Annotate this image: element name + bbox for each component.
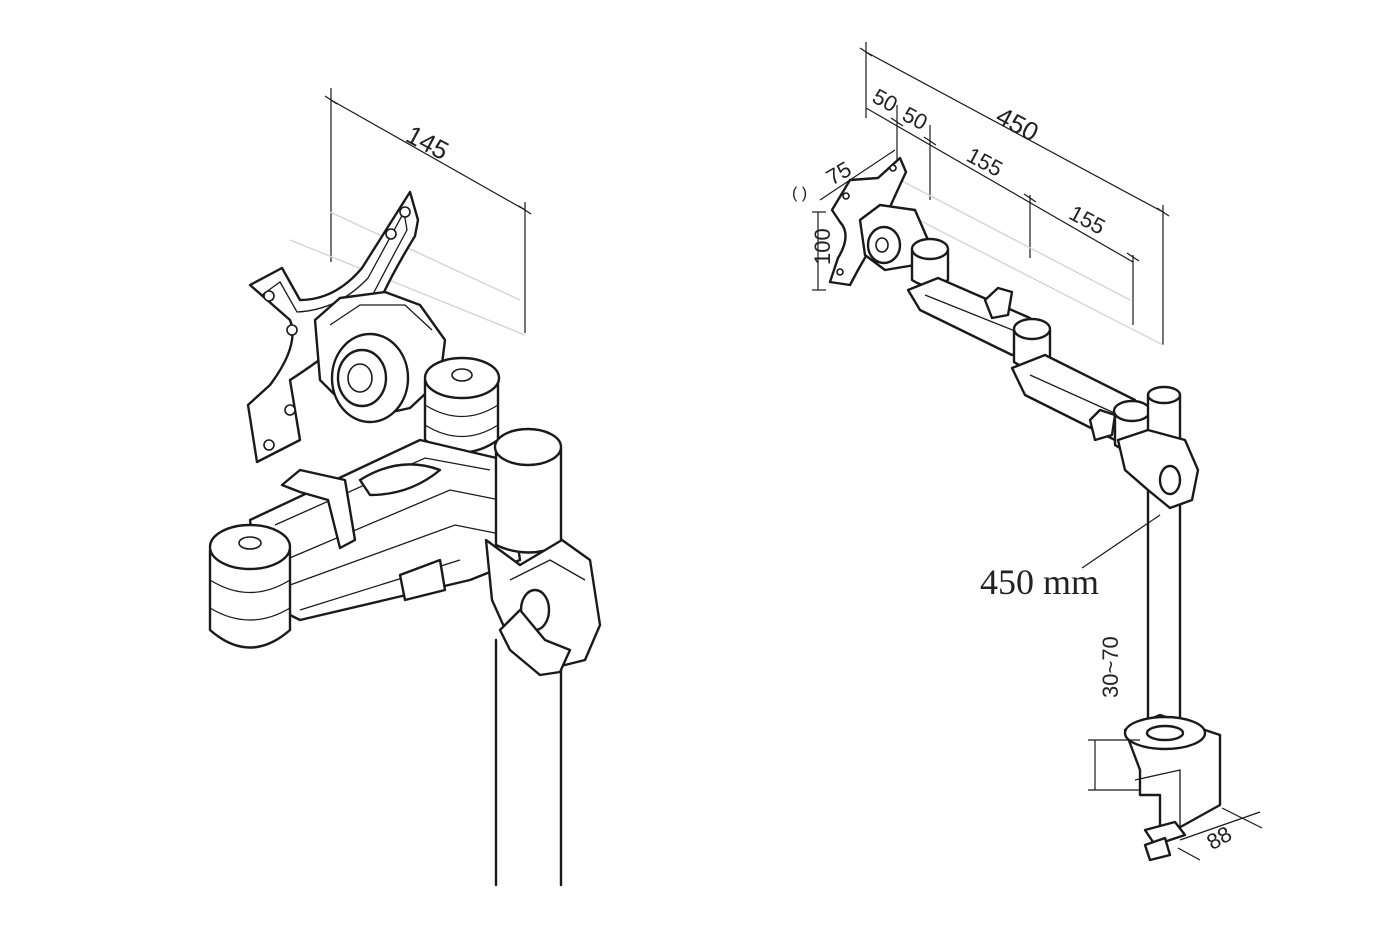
right-joint-1 <box>910 237 950 288</box>
right-total-length-label: 450 <box>991 101 1043 148</box>
svg-text:( ): ( ) <box>792 185 807 202</box>
right-seg-c-label: 155 <box>963 142 1007 181</box>
right-desk-clamp <box>1123 713 1222 862</box>
left-tilt-head <box>313 290 447 424</box>
left-pole-top <box>493 427 563 554</box>
right-clamp-range-label: 30~70 <box>1098 636 1123 698</box>
left-upper-joint <box>423 356 501 454</box>
right-clamp-depth-label: 88 <box>1202 821 1236 855</box>
right-view: 450 50 50 155 155 75 100 ( ) <box>792 42 1263 862</box>
right-plate-height-label: 100 <box>810 228 835 265</box>
right-pole-height-label: 450 mm <box>980 562 1099 602</box>
left-width-label: 145 <box>401 119 453 166</box>
left-pole <box>494 638 563 887</box>
right-pole-collar <box>1116 428 1200 510</box>
right-total-length-dimension: 450 <box>859 47 1170 217</box>
right-seg-d-label: 155 <box>1065 200 1109 239</box>
right-clamp-range-dimension: 30~70 <box>1088 636 1140 791</box>
left-view: 145 <box>208 88 602 887</box>
left-pole-collar <box>484 538 602 677</box>
left-lower-joint <box>208 523 292 649</box>
right-pole-height-annotation: 450 mm <box>980 514 1161 602</box>
